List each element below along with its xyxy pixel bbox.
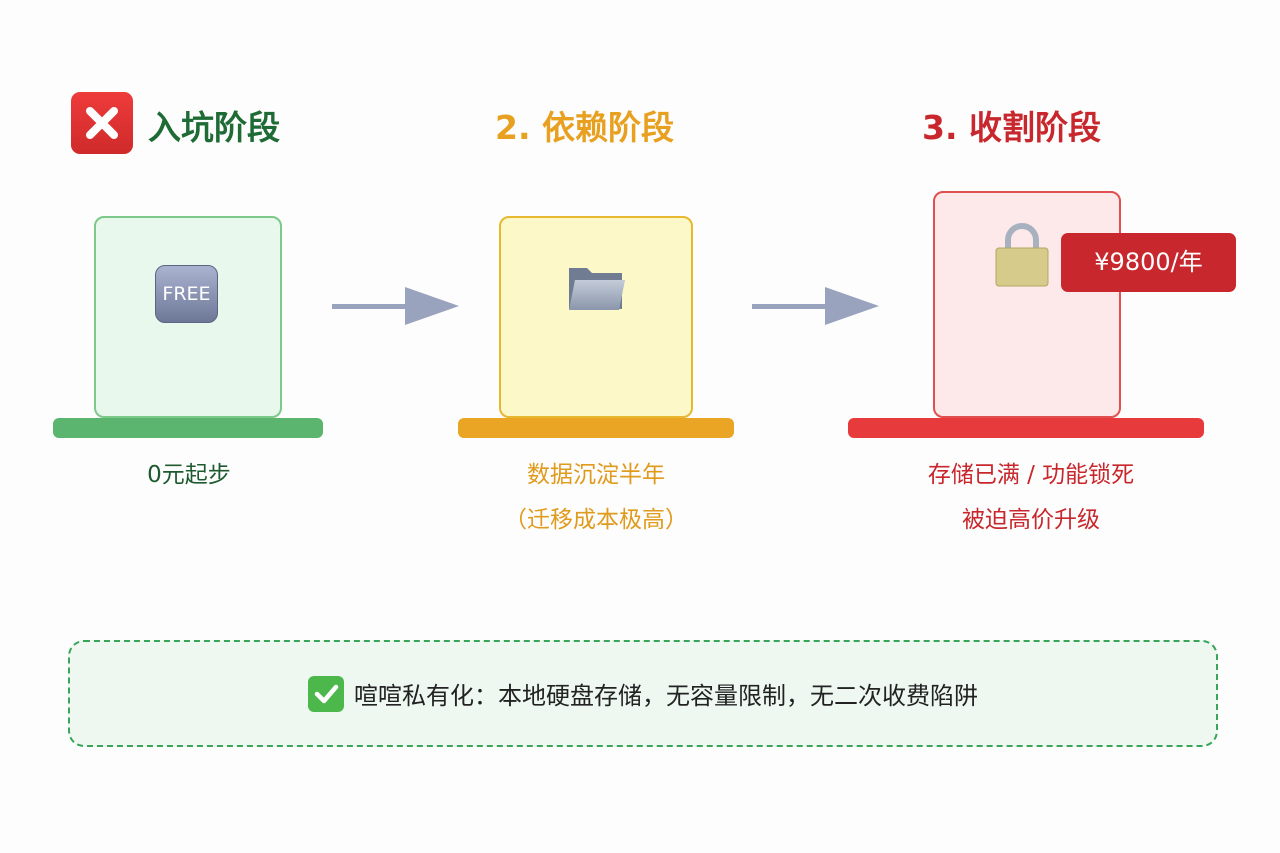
stage-1-base-bar bbox=[53, 418, 323, 438]
stage-2-box bbox=[499, 216, 693, 418]
stage-1-title: 入坑阶段 bbox=[148, 108, 280, 147]
stage-2-title: 2. 依赖阶段 bbox=[495, 108, 674, 147]
stage-3-title: 3. 收割阶段 bbox=[922, 108, 1101, 147]
x-mark-icon bbox=[71, 92, 133, 154]
check-mark-icon bbox=[308, 675, 344, 712]
free-badge-icon: FREE bbox=[155, 265, 218, 323]
stage-3-caption-line-2: 被迫高价升级 bbox=[962, 507, 1100, 533]
stage-3-caption-line-1: 存储已满 / 功能锁死 bbox=[927, 462, 1135, 488]
arrow-2-line bbox=[752, 304, 827, 309]
lock-icon bbox=[993, 220, 1051, 294]
stage-2-caption-line-2: （迁移成本极高） bbox=[504, 507, 688, 533]
price-tag: ¥9800/年 bbox=[1061, 233, 1236, 292]
arrow-2-head bbox=[825, 287, 879, 325]
footer-text: 喧喧私有化：本地硬盘存储，无容量限制，无二次收费陷阱 bbox=[354, 682, 978, 710]
folder-icon bbox=[565, 260, 629, 320]
stage-2-base-bar bbox=[458, 418, 734, 438]
stage-2-caption-line-1: 数据沉淀半年 bbox=[527, 462, 665, 488]
arrow-1-head bbox=[405, 287, 459, 325]
arrow-1-line bbox=[332, 304, 407, 309]
stage-1-caption: 0元起步 bbox=[147, 462, 231, 488]
footer-banner: 喧喧私有化：本地硬盘存储，无容量限制，无二次收费陷阱 bbox=[68, 640, 1218, 747]
stage-3-base-bar bbox=[848, 418, 1204, 438]
